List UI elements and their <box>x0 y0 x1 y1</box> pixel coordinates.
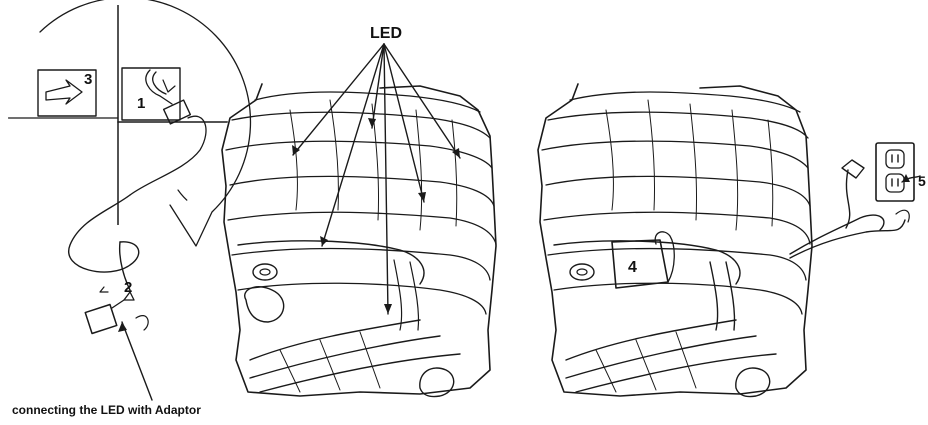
step-2-label: 2 <box>124 279 132 296</box>
step-3-label: 3 <box>84 71 92 88</box>
step-4-label: 4 <box>628 259 637 276</box>
caption-text: connecting the LED with Adaptor <box>12 403 201 417</box>
pump-box-4 <box>612 240 668 288</box>
fountain-left <box>222 84 496 397</box>
adaptor-plug <box>85 305 117 334</box>
led-label: LED <box>370 25 402 42</box>
led-cable: 2 <box>69 195 148 333</box>
wall-outlet: 5 <box>876 143 926 201</box>
detail-magnifier: 3 1 <box>0 0 250 246</box>
caption-pointer <box>122 322 152 400</box>
step-5-label: 5 <box>918 173 926 189</box>
step-1-label: 1 <box>137 95 145 112</box>
led-callouts: LED <box>292 25 460 314</box>
fountain-right: 4 <box>538 84 909 397</box>
